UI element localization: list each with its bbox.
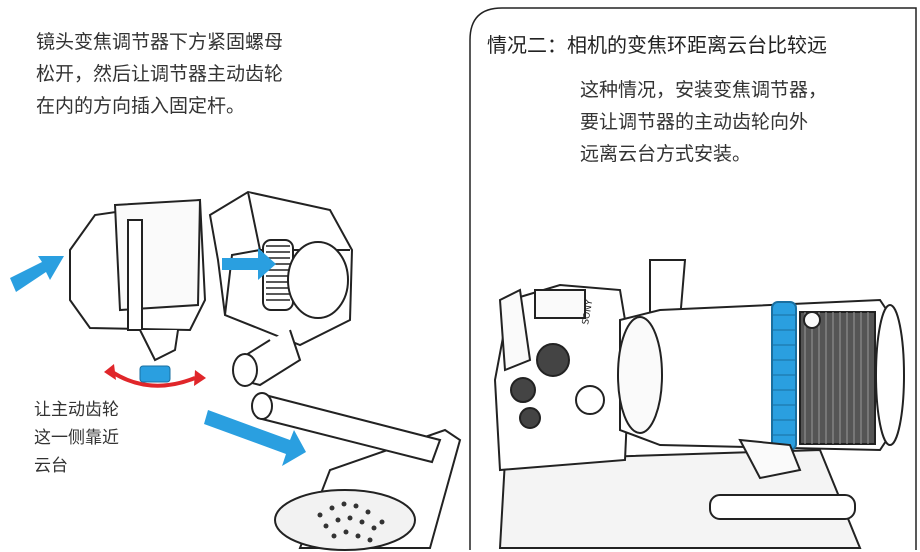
right-panel-body: 这种情况，安装变焦调节器， 要让调节器的主动齿轮向外 远离云台方式安装。 <box>580 74 900 170</box>
body-line: 远离云台方式安装。 <box>580 143 752 165</box>
instruction-line: 松开，然后让调节器主动齿轮 <box>36 63 284 85</box>
side-note-line: 这一侧靠近 <box>34 428 119 448</box>
fixing-rod <box>251 392 442 464</box>
side-note: 让主动齿轮 这一侧靠近 云台 <box>34 396 144 480</box>
push-arrow-icon <box>10 248 306 466</box>
rod-bottom <box>709 494 856 520</box>
left-instruction: 镜头变焦调节器下方紧固螺母 松开，然后让调节器主动齿轮 在内的方向插入固定杆。 <box>36 26 366 122</box>
body-line: 这种情况，安装变焦调节器， <box>580 79 828 101</box>
side-note-line: 让主动齿轮 <box>34 400 119 420</box>
body-line: 要让调节器的主动齿轮向外 <box>580 111 809 133</box>
side-note-line: 云台 <box>34 456 68 476</box>
zoom-controller-unit-left <box>69 198 207 362</box>
right-panel-title: 情况二：相机的变焦环距离云台比较远 <box>487 33 827 57</box>
camera-brand-label: SONY <box>581 299 595 326</box>
instruction-line: 在内的方向插入固定杆。 <box>36 95 246 117</box>
rotate-arrow-icon <box>104 364 206 388</box>
instruction-line: 镜头变焦调节器下方紧固螺母 <box>36 31 284 53</box>
